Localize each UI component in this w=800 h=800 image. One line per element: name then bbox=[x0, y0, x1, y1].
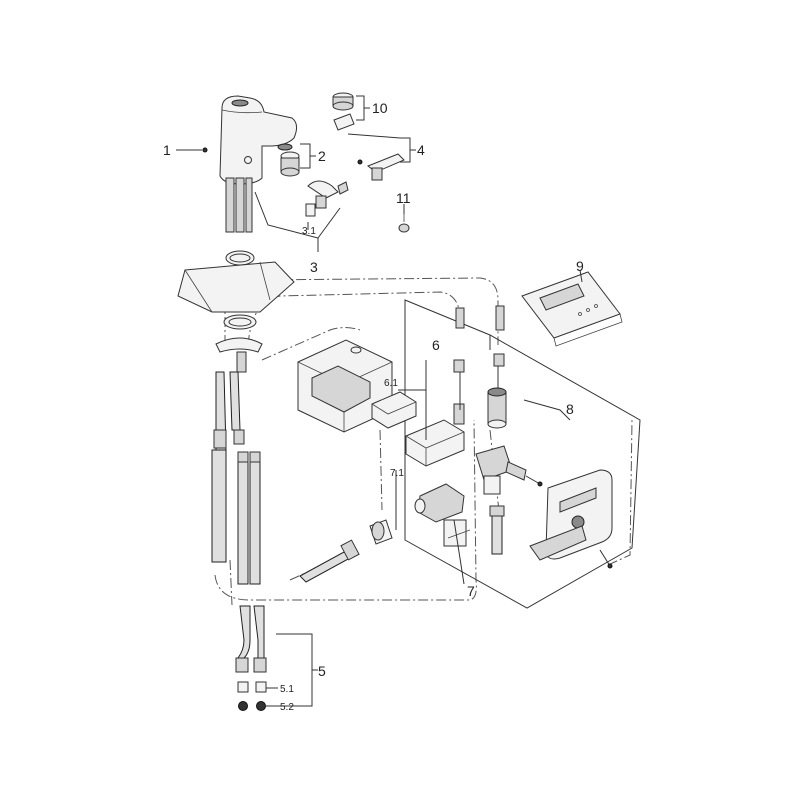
label-5-2: 5.2 bbox=[280, 702, 294, 713]
leader-8 bbox=[523, 399, 571, 421]
label-5: 5 bbox=[318, 663, 326, 679]
supply-hoses bbox=[211, 371, 261, 585]
part-9-remote bbox=[521, 271, 623, 347]
label-1: 1 bbox=[163, 142, 171, 158]
label-2: 2 bbox=[318, 148, 326, 164]
box-outline bbox=[404, 299, 641, 609]
label-5-1: 5.1 bbox=[280, 684, 294, 695]
label-9: 9 bbox=[576, 258, 584, 274]
part-5-hose-set bbox=[235, 605, 267, 711]
control-module bbox=[405, 403, 465, 467]
label-7: 7 bbox=[467, 583, 475, 599]
label-3-1: 3.1 bbox=[302, 226, 316, 237]
part-7-connections bbox=[299, 505, 505, 583]
part-2-aerator bbox=[277, 143, 300, 177]
label-6-1: 6.1 bbox=[384, 378, 398, 389]
part-labels: 1 2 3.1 3 4 5 5.1 5.2 6 6.1 7 7.1 8 9 10… bbox=[163, 100, 584, 713]
part-8-cover-plate bbox=[529, 469, 613, 569]
label-4: 4 bbox=[417, 142, 425, 158]
leader-5 bbox=[276, 633, 313, 707]
leader-3 bbox=[254, 191, 319, 252]
label-7-1: 7.1 bbox=[390, 468, 404, 479]
leader-7 bbox=[453, 519, 465, 585]
leader-2 bbox=[300, 143, 311, 169]
part-6-1-module bbox=[371, 391, 417, 429]
leader-10 bbox=[356, 95, 365, 121]
part-3-connector bbox=[305, 180, 349, 217]
label-3: 3 bbox=[310, 259, 318, 275]
label-10: 10 bbox=[372, 100, 388, 116]
t-piece bbox=[414, 483, 471, 547]
leader-lines bbox=[176, 95, 583, 707]
part-11-screw bbox=[398, 212, 410, 233]
cable-plugs bbox=[453, 305, 505, 410]
part-10-cap bbox=[332, 92, 355, 131]
part-6-electronics-box bbox=[297, 339, 393, 433]
label-6: 6 bbox=[432, 337, 440, 353]
faucet-body bbox=[219, 95, 298, 233]
label-8: 8 bbox=[566, 401, 574, 417]
solenoid-valve bbox=[487, 387, 507, 429]
mounting-set bbox=[177, 250, 295, 373]
part-4-lever bbox=[357, 153, 405, 181]
leader-9 bbox=[579, 269, 583, 283]
label-11: 11 bbox=[396, 190, 411, 206]
valve-body bbox=[475, 445, 543, 495]
